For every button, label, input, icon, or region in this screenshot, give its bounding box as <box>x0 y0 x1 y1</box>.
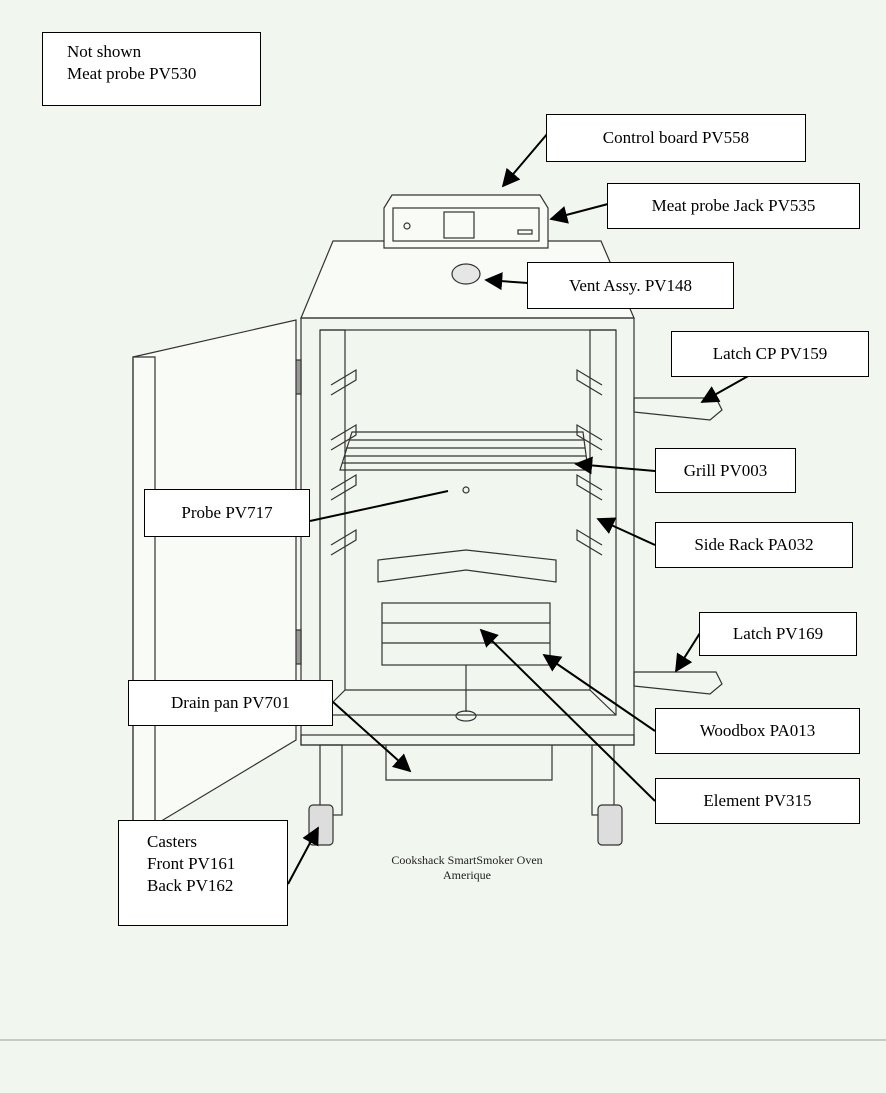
casters-label: Casters Front PV161 Back PV162 <box>118 820 288 926</box>
probe-label: Probe PV717 <box>144 489 310 537</box>
side-rack-text: Side Rack PA032 <box>694 535 814 554</box>
drain-pan-label: Drain pan PV701 <box>128 680 333 726</box>
control-board-label: Control board PV558 <box>546 114 806 162</box>
casters-line-3: Back PV162 <box>147 876 234 895</box>
vent-assy-text: Vent Assy. PV148 <box>568 275 693 295</box>
latch-cp-text: Latch CP PV159 <box>712 344 828 363</box>
element-text: Element PV315 <box>703 791 812 810</box>
meat-probe-jack-text: Meat probe Jack PV535 <box>651 196 816 215</box>
latch-text: Latch PV169 <box>732 624 824 643</box>
casters-line-2: Front PV161 <box>147 854 236 873</box>
grill-label: Grill PV003 <box>655 448 796 493</box>
probe-text: Probe PV717 <box>181 503 273 522</box>
meat-probe-jack-label: Meat probe Jack PV535 <box>607 183 860 229</box>
control-board-text: Control board PV558 <box>602 128 750 147</box>
casters-line-1: Casters <box>147 832 198 851</box>
woodbox-label: Woodbox PA013 <box>655 708 860 754</box>
drain-pan-text: Drain pan PV701 <box>171 693 290 712</box>
latch-cp-label: Latch CP PV159 <box>671 331 869 377</box>
product-caption: Cookshack SmartSmoker Oven Amerique <box>372 853 562 883</box>
not-shown-note: Not shown Meat probe PV530 <box>42 32 261 106</box>
caption-line-1: Cookshack SmartSmoker Oven <box>391 853 543 867</box>
latch-label: Latch PV169 <box>699 612 857 656</box>
caption-line-2: Amerique <box>443 868 491 882</box>
woodbox-text: Woodbox PA013 <box>699 721 816 740</box>
side-rack-label: Side Rack PA032 <box>655 522 853 568</box>
note-line-1: Not shown <box>67 42 142 61</box>
vent-assy-label: Vent Assy. PV148 <box>527 262 734 309</box>
note-line-2: Meat probe PV530 <box>67 64 197 83</box>
grill-text: Grill PV003 <box>683 460 768 480</box>
element-label: Element PV315 <box>655 778 860 824</box>
leader-lines <box>287 132 751 885</box>
